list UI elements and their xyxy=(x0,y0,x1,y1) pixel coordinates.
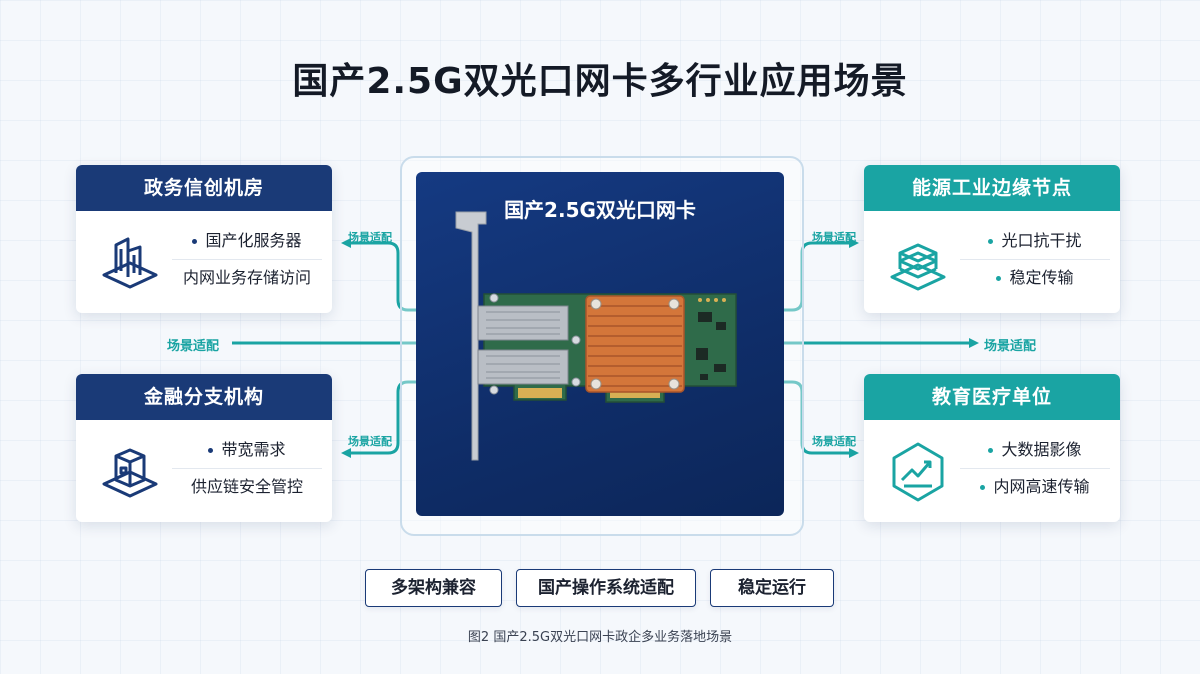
stacked-layers-icon xyxy=(890,243,946,291)
page-title: 国产2.5G双光口网卡多行业应用场景 xyxy=(292,61,908,102)
server-cube-icon xyxy=(102,448,158,498)
arrow-label-bottom-right: 场景适配 xyxy=(812,435,856,448)
card-finance-branch: 金融分支机构 带宽需求 供应链安全管控 xyxy=(76,374,332,522)
network-card-illustration xyxy=(455,211,737,461)
tag-multi-arch: 多架构兼容 xyxy=(365,569,502,607)
list-item: 光口抗干扰 xyxy=(960,223,1110,259)
card-title: 政务信创机房 xyxy=(76,165,332,211)
card-title: 教育医疗单位 xyxy=(864,374,1120,420)
card-title: 金融分支机构 xyxy=(76,374,332,420)
building-icon xyxy=(102,237,158,289)
center-panel: 国产2.5G双光口网卡 xyxy=(416,172,784,516)
arrow-label-top-left: 场景适配 xyxy=(348,231,392,244)
figure-caption: 图2 国产2.5G双光口网卡政企多业务落地场景 xyxy=(467,630,733,645)
card-education-medical: 教育医疗单位 大数据影像 内网高速传输 xyxy=(864,374,1120,522)
arrow-top-left xyxy=(341,238,480,312)
arrow-bottom-left xyxy=(341,380,480,458)
list-item: 带宽需求 xyxy=(172,432,322,468)
card-title: 能源工业边缘节点 xyxy=(864,165,1120,211)
card-energy-edge: 能源工业边缘节点 光口抗干扰 稳定传输 xyxy=(864,165,1120,313)
arrow-label-bottom-left: 场景适配 xyxy=(348,435,392,448)
tag-domestic-os: 国产操作系统适配 xyxy=(516,569,696,607)
list-item: 内网高速传输 xyxy=(960,468,1110,505)
center-panel-title: 国产2.5G双光口网卡 xyxy=(504,198,696,222)
arrow-label-top-right: 场景适配 xyxy=(812,231,856,244)
arrow-label-middle-left: 场景适配 xyxy=(167,339,220,354)
list-item: 国产化服务器 xyxy=(172,223,322,259)
list-item: 供应链安全管控 xyxy=(172,468,322,505)
chart-hexagon-icon xyxy=(892,442,944,502)
list-item: 内网业务存储访问 xyxy=(172,259,322,296)
arrow-label-middle-right: 场景适配 xyxy=(984,339,1037,354)
list-item: 稳定传输 xyxy=(960,259,1110,296)
tag-stable-run: 稳定运行 xyxy=(710,569,834,607)
card-gov-datacenter: 政务信创机房 国产化服务器 内网业务存储访问 xyxy=(76,165,332,313)
list-item: 大数据影像 xyxy=(960,432,1110,468)
